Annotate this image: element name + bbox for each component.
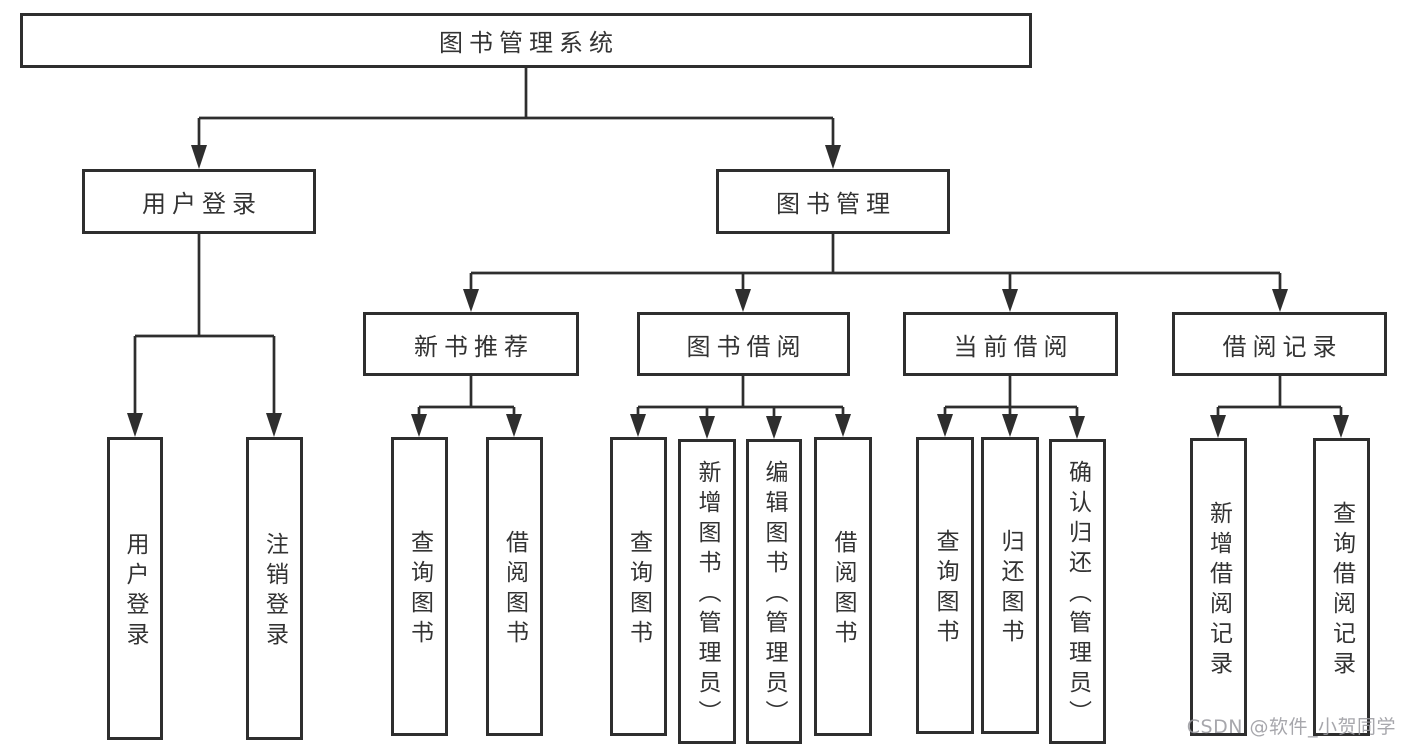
leaf-borrow-books-borrowing: 借阅图书 bbox=[814, 437, 872, 736]
node-book-borrowing: 图书借阅 bbox=[637, 312, 850, 376]
node-book-management: 图书管理 bbox=[716, 169, 950, 234]
node-label: 查询图书 bbox=[932, 529, 958, 649]
node-label: 新书推荐 bbox=[414, 332, 534, 361]
tree-branch-lines bbox=[133, 68, 1343, 420]
node-user-login: 用户登录 bbox=[82, 169, 316, 234]
node-label: 新增借阅记录 bbox=[1205, 500, 1232, 681]
leaf-add-borrow-record: 新增借阅记录 bbox=[1190, 438, 1247, 736]
csdn-watermark: CSDN @软件_小贺同学 bbox=[1186, 716, 1396, 738]
leaf-query-borrow-record: 查询借阅记录 bbox=[1313, 438, 1370, 736]
node-label: 确认归还（管理员） bbox=[1064, 460, 1091, 730]
leaf-add-books-admin: 新增图书（管理员） bbox=[678, 439, 736, 744]
node-label: 新增图书（管理员） bbox=[694, 460, 720, 730]
node-current-borrowing: 当前借阅 bbox=[903, 312, 1118, 376]
node-label: 图书管理 bbox=[776, 190, 896, 218]
leaf-query-books-recommend: 查询图书 bbox=[391, 437, 448, 736]
leaf-query-books-borrowing: 查询图书 bbox=[610, 437, 667, 736]
node-label: 查询图书 bbox=[406, 530, 433, 650]
node-label: 借阅图书 bbox=[830, 530, 856, 650]
node-label: 当前借阅 bbox=[953, 332, 1074, 361]
leaf-user-login: 用户登录 bbox=[107, 437, 163, 740]
leaf-borrow-books-recommend: 借阅图书 bbox=[486, 437, 543, 736]
node-label: 编辑图书（管理员） bbox=[761, 460, 787, 730]
leaf-logout: 注销登录 bbox=[246, 437, 303, 740]
leaf-edit-books-admin: 编辑图书（管理员） bbox=[746, 439, 802, 744]
node-label: 借阅记录 bbox=[1222, 332, 1343, 361]
arrowhead-icons bbox=[127, 145, 1349, 439]
node-label: 图书借阅 bbox=[686, 332, 807, 361]
node-label: 查询图书 bbox=[625, 530, 652, 650]
node-label: 借阅图书 bbox=[501, 530, 528, 650]
node-label: 用户登录 bbox=[142, 190, 262, 218]
node-label: 注销登录 bbox=[261, 532, 288, 652]
leaf-return-books: 归还图书 bbox=[981, 437, 1039, 734]
node-root-library-system: 图书管理系统 bbox=[20, 13, 1032, 68]
leaf-confirm-return-admin: 确认归还（管理员） bbox=[1049, 439, 1106, 744]
node-label: 图书管理系统 bbox=[439, 29, 619, 57]
node-new-book-recommend: 新书推荐 bbox=[363, 312, 579, 376]
node-label: 用户登录 bbox=[122, 532, 148, 652]
leaf-query-books-current: 查询图书 bbox=[916, 437, 974, 734]
node-label: 查询借阅记录 bbox=[1328, 500, 1355, 681]
node-borrowing-records: 借阅记录 bbox=[1172, 312, 1387, 376]
node-label: 归还图书 bbox=[997, 529, 1023, 649]
